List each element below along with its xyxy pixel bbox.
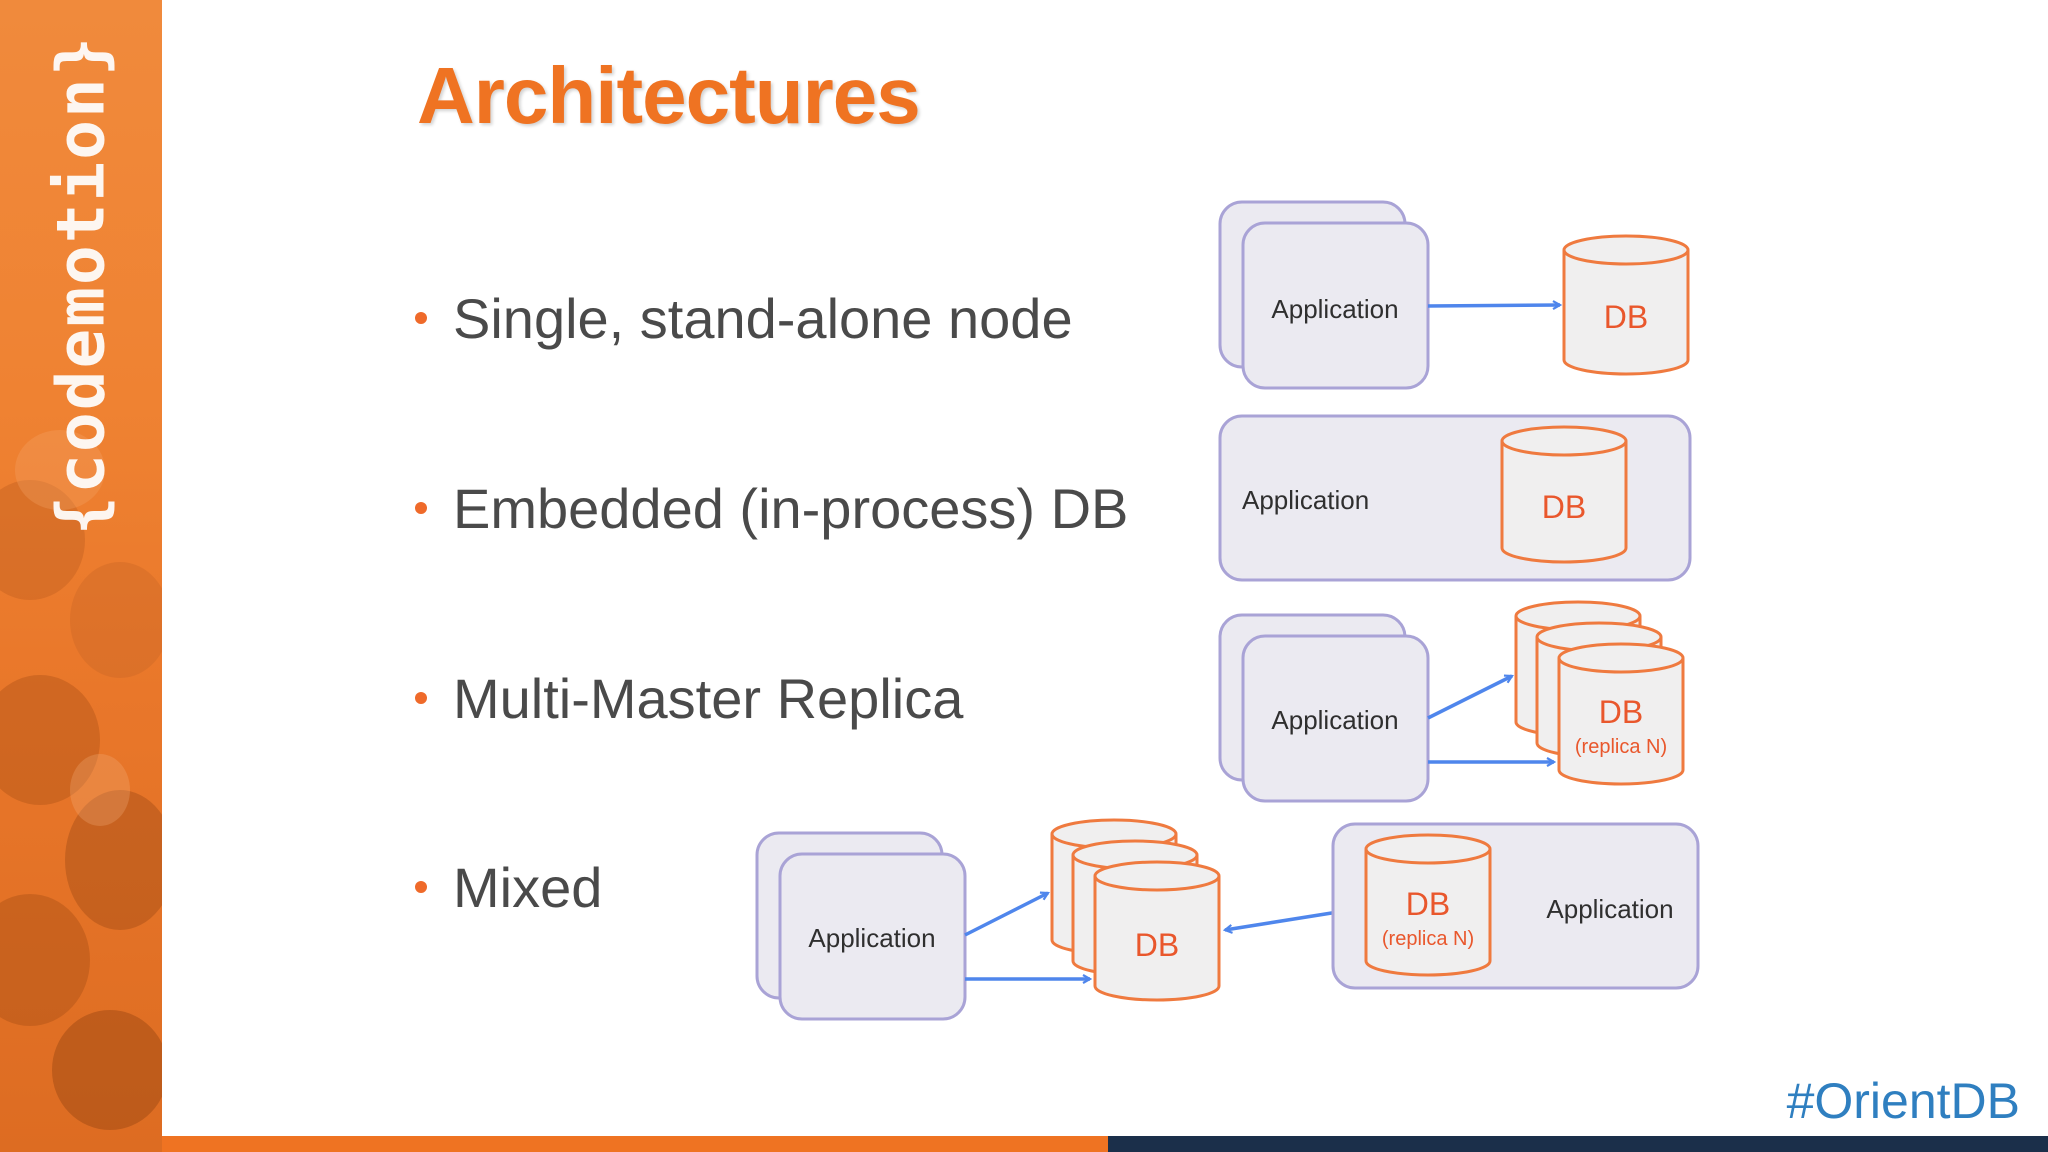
app-box — [1241, 634, 1430, 803]
diagram-single-node: Application DB — [1218, 200, 1690, 390]
db-cylinder-icon — [1364, 833, 1492, 977]
bullet-text: Embedded (in-process) DB — [453, 476, 1129, 540]
slide-title: Architectures — [417, 51, 921, 140]
bullet-text: Single, stand-alone node — [453, 286, 1073, 350]
db-label: DB — [1604, 299, 1648, 335]
arrow-app-to-replica-top — [1427, 674, 1512, 720]
bullet-mixed: Mixed — [415, 852, 602, 922]
bullet-multi-master: Multi-Master Replica — [415, 663, 963, 733]
diagram-mixed: Application DB DB (replica N) Applicatio… — [755, 818, 1700, 1021]
db-label: DB — [1599, 694, 1643, 730]
app-label: Application — [1242, 485, 1369, 515]
bullet-dot-icon — [415, 692, 427, 704]
embedded-db-sublabel: (replica N) — [1382, 928, 1474, 950]
embedded-app-label: Application — [1546, 894, 1673, 924]
diagram-embedded-db: Application DB — [1218, 414, 1692, 582]
app-box — [778, 852, 967, 1021]
db-cylinder-icon — [1557, 642, 1685, 786]
db-cylinder-icon — [1500, 425, 1628, 564]
app-label: Application — [808, 923, 935, 953]
footer-bar — [162, 1136, 2048, 1152]
db-cylinder-icon — [1562, 234, 1690, 376]
bullet-dot-icon — [415, 881, 427, 893]
db-label: DB — [1542, 489, 1586, 525]
arrow-app-to-db — [1427, 305, 1560, 306]
bullet-text: Multi-Master Replica — [453, 666, 964, 730]
footer-bar-orange — [162, 1136, 1108, 1152]
bullet-text: Mixed — [453, 855, 603, 919]
footer-bar-navy — [1108, 1136, 2048, 1152]
sidebar-banner: {codemotion} — [0, 0, 162, 1152]
bullet-embedded-db: Embedded (in-process) DB — [415, 473, 1128, 543]
diagram-multi-master: Application DB (replica N) — [1218, 600, 1685, 803]
app-label: Application — [1271, 294, 1398, 324]
bullet-dot-icon — [415, 502, 427, 514]
db-cylinder-icon — [1093, 860, 1221, 1002]
embedded-db-label: DB — [1406, 886, 1450, 922]
db-sublabel: (replica N) — [1575, 736, 1667, 758]
crowd-photo — [0, 430, 162, 1130]
app-label: Application — [1271, 705, 1398, 735]
bullet-single-node: Single, stand-alone node — [415, 283, 1073, 353]
db-label: DB — [1135, 927, 1179, 963]
arrow-app-to-replica-top — [964, 891, 1048, 937]
hashtag-label: #OrientDB — [1786, 1073, 2020, 1129]
bullet-dot-icon — [415, 312, 427, 324]
